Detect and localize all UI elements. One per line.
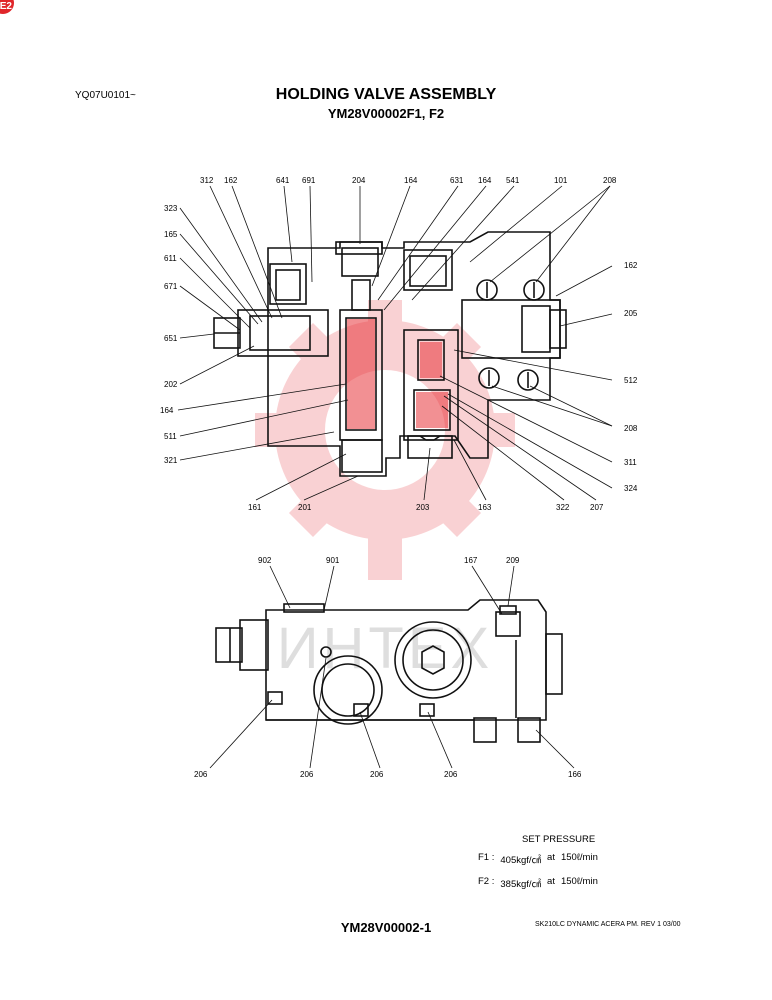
pressure-model: F1 : — [478, 852, 495, 863]
label-206-c: 206 — [370, 770, 384, 779]
label-163: 163 — [478, 503, 492, 512]
label-165: 165 — [164, 230, 178, 239]
label-164-top-a: 164 — [404, 176, 418, 185]
manual-reference: SK210LC DYNAMIC ACERA PM. REV 1 03/00 — [535, 921, 681, 928]
set-pressure-table: SET PRESSURE F1 : 405kgf/㎠ at 150ℓ/min F… — [478, 834, 598, 900]
label-324: 324 — [624, 484, 638, 493]
label-322: 322 — [556, 503, 570, 512]
label-202: 202 — [164, 380, 178, 389]
corner-badge: E2 — [0, 0, 14, 14]
drawing-number: YM28V00002-1 — [340, 920, 432, 935]
label-201: 201 — [298, 503, 312, 512]
label-208-top: 208 — [603, 176, 617, 185]
label-206-b: 206 — [300, 770, 314, 779]
lower-side-view — [215, 599, 563, 743]
pressure-model: F2 : — [478, 876, 495, 887]
page-title: HOLDING VALVE ASSEMBLY — [275, 86, 497, 103]
label-207: 207 — [590, 503, 604, 512]
watermark-brand-text: ИНТЕХ — [277, 616, 493, 681]
pressure-flow: 150ℓ/min — [560, 852, 598, 863]
label-206-d: 206 — [444, 770, 458, 779]
upper-leader-lines — [177, 185, 613, 501]
label-902: 902 — [258, 556, 272, 565]
label-164-left: 164 — [160, 406, 174, 415]
label-208-right: 208 — [624, 424, 638, 433]
label-162-right: 162 — [624, 261, 638, 270]
set-pressure-heading: SET PRESSURE — [522, 834, 596, 845]
lower-leader-lines — [209, 565, 575, 769]
label-312: 312 — [200, 176, 214, 185]
page-subtitle: YM28V00002F1, F2 — [327, 106, 445, 121]
upper-part-numbers: 312 162 641 691 204 164 631 164 541 101 … — [160, 176, 638, 512]
label-512: 512 — [624, 376, 638, 385]
label-671: 671 — [164, 282, 178, 291]
label-167: 167 — [464, 556, 478, 565]
label-641: 641 — [276, 176, 290, 185]
label-205: 205 — [624, 309, 638, 318]
label-511: 511 — [164, 432, 177, 441]
pressure-row-f1: F1 : 405kgf/㎠ at 150ℓ/min — [478, 852, 598, 866]
label-161: 161 — [248, 503, 262, 512]
label-164-top-b: 164 — [478, 176, 492, 185]
label-206-a: 206 — [194, 770, 208, 779]
label-651: 651 — [164, 334, 178, 343]
pressure-row-f2: F2 : 385kgf/㎠ at 150ℓ/min — [478, 876, 598, 890]
label-101: 101 — [554, 176, 568, 185]
label-323: 323 — [164, 204, 178, 213]
label-691: 691 — [302, 176, 316, 185]
label-311: 311 — [624, 458, 637, 467]
spool-highlight — [347, 319, 448, 429]
pressure-value: 385kgf/㎠ — [500, 879, 542, 890]
label-204: 204 — [352, 176, 366, 185]
label-541: 541 — [506, 176, 520, 185]
label-209: 209 — [506, 556, 520, 565]
label-631: 631 — [450, 176, 464, 185]
watermark-gear-logo — [255, 300, 515, 580]
label-166: 166 — [568, 770, 582, 779]
label-162-top: 162 — [224, 176, 238, 185]
pressure-at: at — [547, 852, 555, 863]
reference-code: YQ07U0101~ — [75, 90, 136, 101]
pressure-value: 405kgf/㎠ — [500, 855, 542, 866]
upper-section-view — [213, 231, 567, 477]
pressure-flow: 150ℓ/min — [560, 876, 598, 887]
label-611: 611 — [164, 254, 177, 263]
pressure-at: at — [547, 876, 555, 887]
lower-part-numbers: 902 901 167 209 206 206 206 206 166 — [194, 556, 582, 779]
label-901: 901 — [326, 556, 340, 565]
label-203: 203 — [416, 503, 430, 512]
label-321: 321 — [164, 456, 178, 465]
